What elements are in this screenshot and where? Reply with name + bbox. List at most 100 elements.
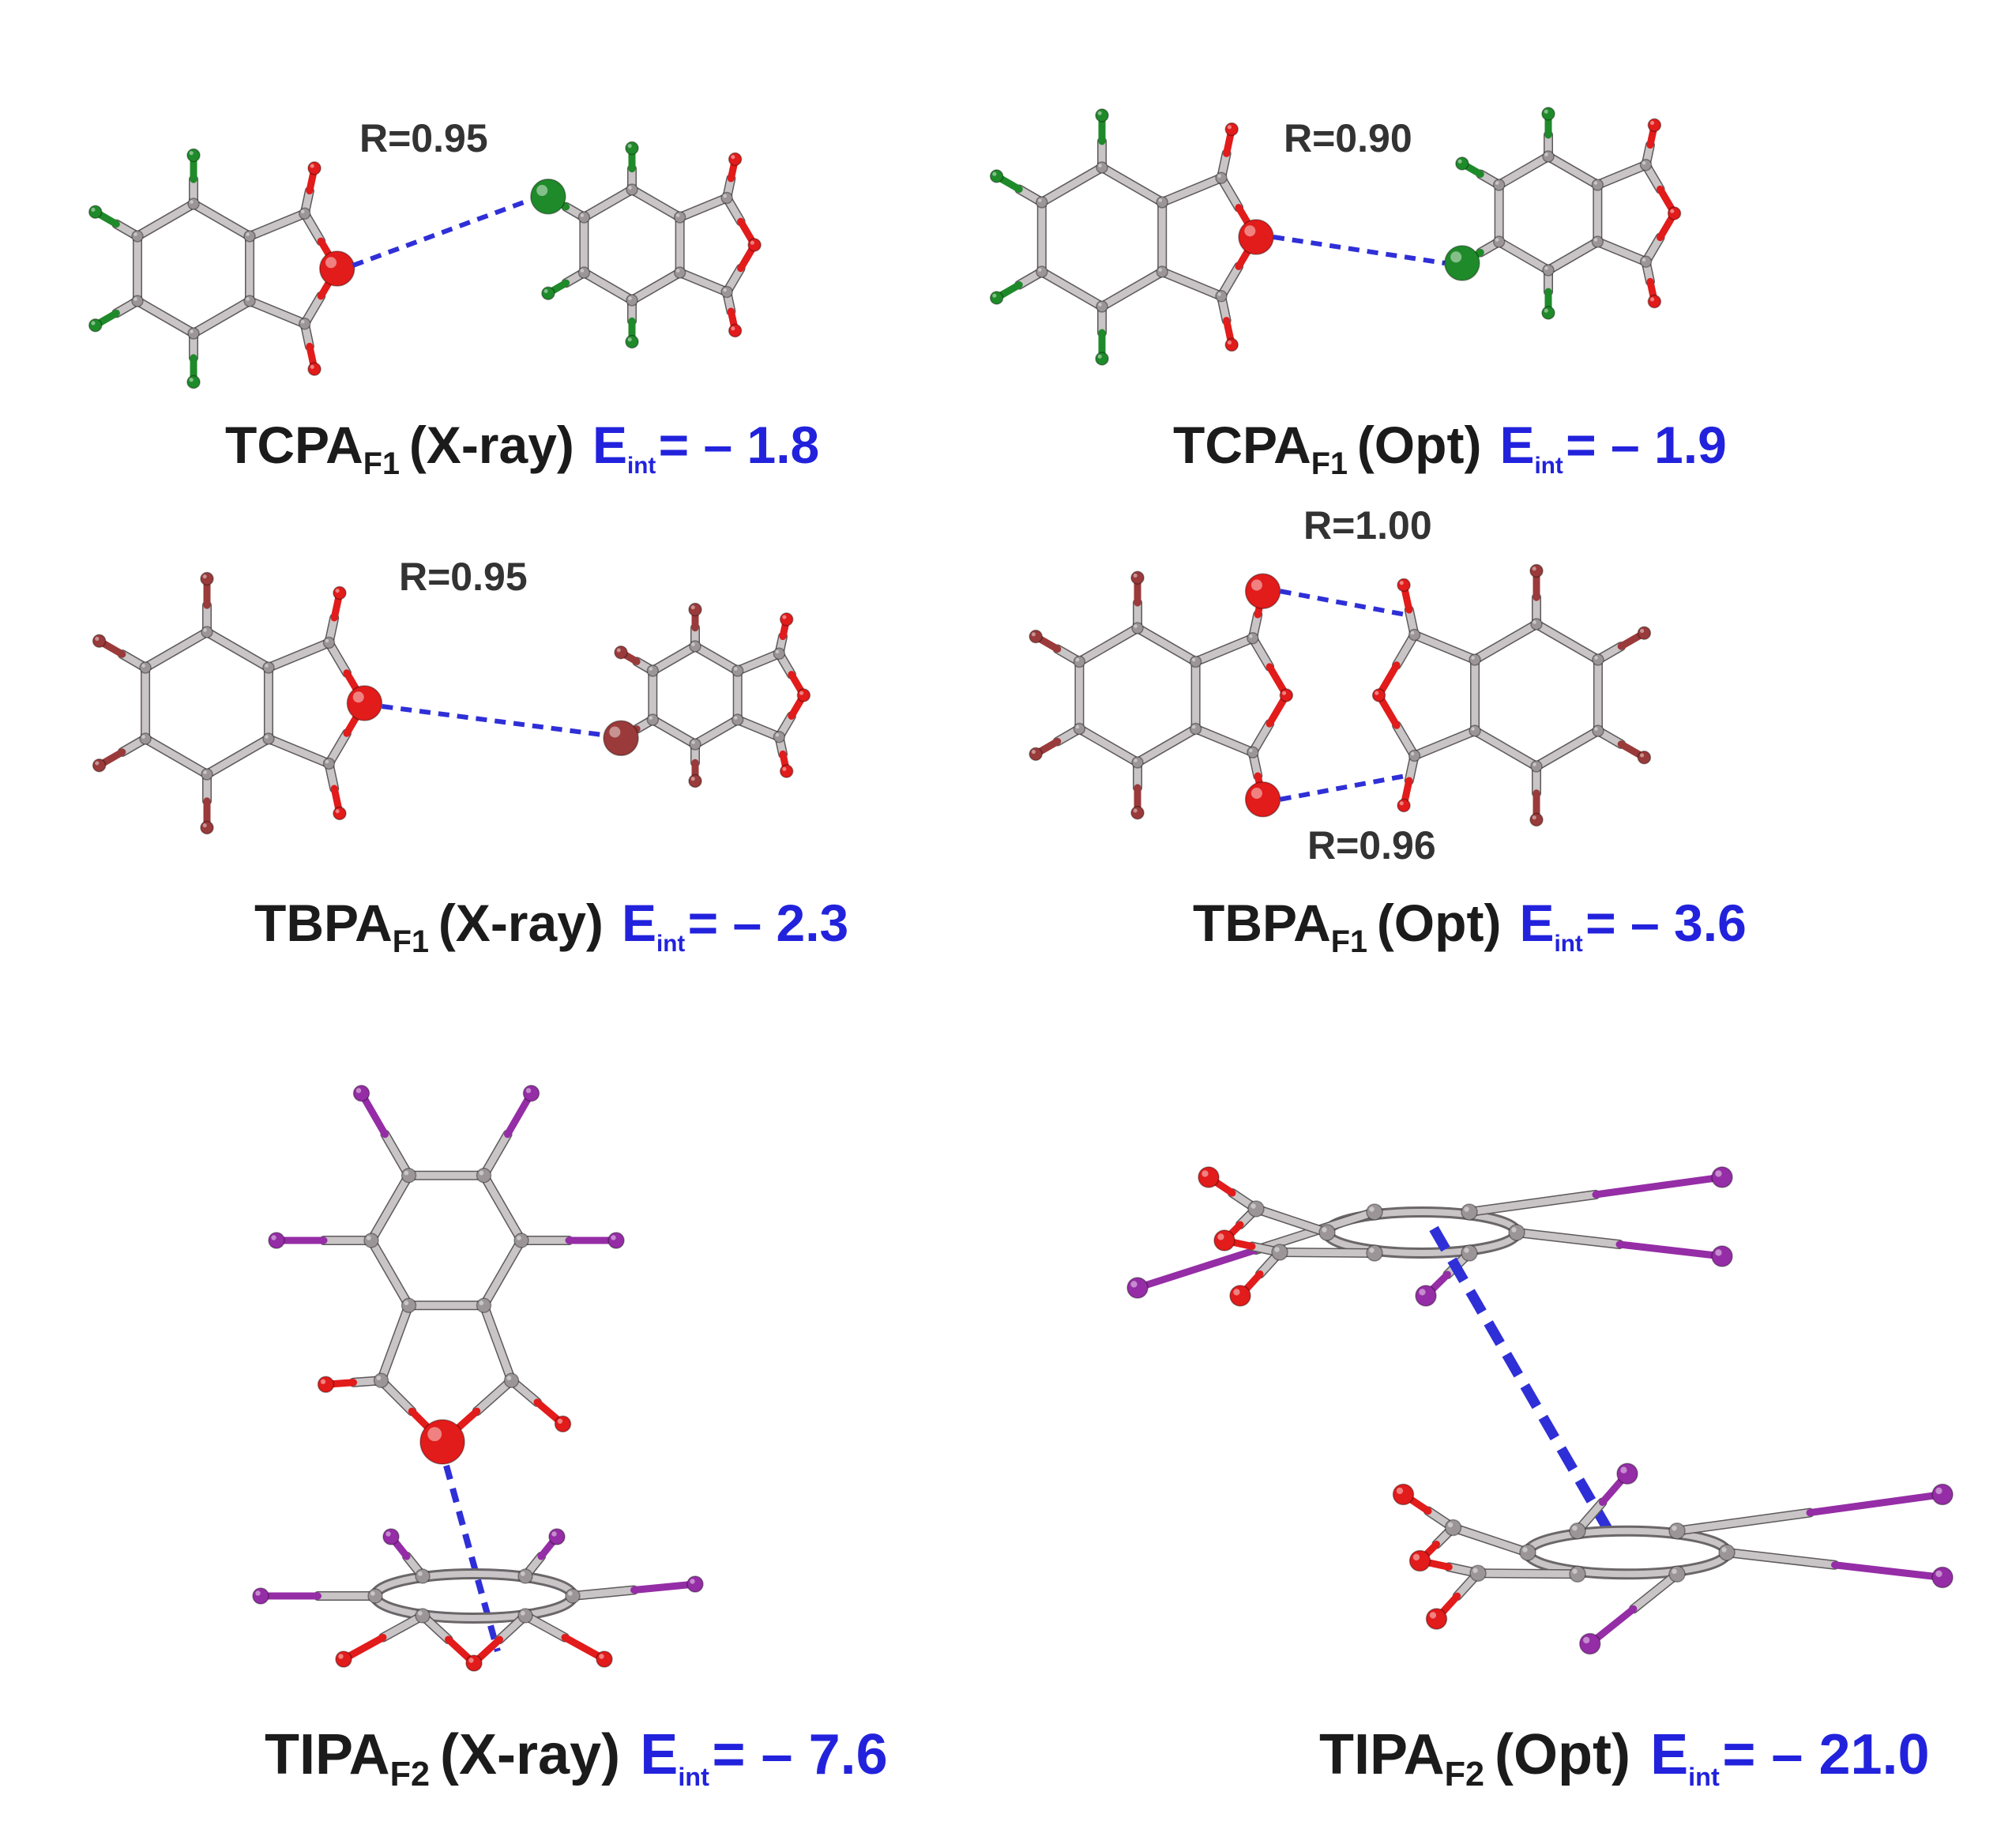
bond — [382, 1131, 412, 1180]
oxygen-atom — [1244, 781, 1281, 818]
atom-highlight — [1250, 1203, 1256, 1209]
atom-highlight — [1495, 238, 1499, 242]
bond — [1252, 1205, 1331, 1236]
iodine-atom — [1616, 1462, 1638, 1485]
atom-highlight — [628, 296, 632, 300]
atom-highlight — [320, 1379, 326, 1384]
oxygen-atom — [1244, 573, 1281, 609]
bond — [203, 735, 273, 778]
bond — [676, 194, 731, 221]
atom-highlight — [1410, 630, 1415, 635]
oxygen-atom — [1392, 1483, 1415, 1506]
bond — [1134, 624, 1200, 665]
atom-highlight — [691, 642, 695, 646]
atom-highlight — [1191, 725, 1196, 729]
bond — [734, 649, 783, 675]
atom-highlight — [271, 1235, 276, 1240]
atom-highlight — [141, 735, 145, 739]
iodine-atom — [1931, 1483, 1954, 1506]
carbon-atom — [1131, 756, 1144, 769]
compound-name: TCPA — [1173, 416, 1311, 474]
atom-highlight — [734, 716, 738, 720]
carbon-atom — [1366, 1244, 1383, 1262]
energy-value: = – 21.0 — [1722, 1723, 1930, 1786]
iodine-atom — [268, 1232, 285, 1249]
atom-highlight — [1369, 1206, 1375, 1212]
caption-tcpa-xray: TCPAF1(X-ray)Eint= – 1.8 — [225, 416, 820, 480]
atom-highlight — [95, 636, 100, 642]
bond — [1673, 1509, 1814, 1535]
carbon-atom — [1215, 290, 1228, 303]
atom-highlight — [1075, 657, 1080, 662]
energy-subscript: int — [678, 1762, 709, 1791]
carbon-atom — [1519, 1544, 1536, 1561]
oxygen-atom — [1238, 219, 1274, 255]
carbon-atom — [646, 664, 660, 677]
iodine-atom — [548, 1528, 566, 1545]
bond — [265, 735, 333, 767]
atom-highlight — [246, 297, 250, 301]
bond — [480, 1131, 511, 1180]
energy-symbol: E — [1650, 1723, 1689, 1786]
bond — [1393, 721, 1419, 759]
atom-highlight — [1640, 753, 1645, 758]
method-label: (X-ray) — [438, 894, 604, 952]
halogen-atom — [1130, 806, 1145, 820]
carbon-atom — [262, 661, 275, 674]
atom-highlight — [1249, 748, 1253, 753]
halogen-atom — [92, 634, 107, 648]
molecule-tipa-xray-partner — [252, 1528, 704, 1672]
atom-highlight — [1935, 1487, 1942, 1495]
contact-line — [1273, 235, 1446, 265]
atom-highlight — [1098, 303, 1102, 307]
carbon-atom — [731, 713, 744, 726]
bond — [1158, 174, 1225, 206]
bond — [1723, 1549, 1838, 1569]
method-label: (X-ray) — [440, 1723, 621, 1786]
halogen-atom — [688, 773, 702, 789]
atom-highlight — [1472, 1568, 1478, 1573]
carbon-atom — [373, 1372, 389, 1389]
atom-highlight — [1202, 1170, 1209, 1177]
halogen-atom — [1637, 751, 1652, 765]
carbon-atom — [1492, 179, 1506, 191]
atom-highlight — [203, 628, 207, 632]
halogen-atom — [88, 318, 103, 333]
atom-highlight — [338, 1654, 344, 1659]
halogen-atom — [1529, 812, 1544, 827]
carbon-atom — [243, 295, 256, 307]
bond — [580, 186, 636, 221]
carbon-atom — [1469, 1564, 1487, 1582]
bond — [134, 297, 197, 337]
atom-highlight — [1134, 624, 1138, 628]
bond — [649, 716, 699, 748]
caption-tbpa-opt: TBPAF1(Opt)Eint= – 3.6 — [1193, 897, 1747, 958]
energy-value: = – 1.8 — [658, 416, 820, 474]
carbon-atom — [1247, 1200, 1265, 1218]
atom-highlight — [1031, 632, 1036, 637]
carbon-atom — [1036, 196, 1048, 209]
ring-edge — [1525, 1527, 1730, 1578]
carbon-atom — [1542, 150, 1555, 163]
halogen-atom — [92, 758, 107, 773]
carbon-atom — [1156, 196, 1168, 209]
atom-highlight — [134, 297, 137, 301]
atom-highlight — [265, 735, 269, 739]
bond — [325, 639, 351, 677]
atom-highlight — [1593, 238, 1598, 242]
carbon-atom — [363, 1233, 379, 1248]
carbon-atom — [773, 647, 786, 661]
atom-highlight — [690, 777, 695, 781]
halogen-atom — [541, 286, 555, 300]
atom-highlight — [417, 1610, 423, 1616]
compound-subscript: F1 — [1330, 924, 1367, 959]
molecule-tbpa-xray-partner — [603, 602, 811, 789]
atom-highlight — [1097, 354, 1102, 359]
bond — [1450, 1524, 1532, 1556]
atom-highlight — [189, 151, 194, 156]
atom-highlight — [427, 1427, 442, 1442]
energy-subscript: int — [627, 453, 656, 480]
molecule-tcpa-xray-partner — [530, 141, 762, 349]
atom-highlight — [1369, 1248, 1375, 1253]
bond — [246, 297, 309, 328]
